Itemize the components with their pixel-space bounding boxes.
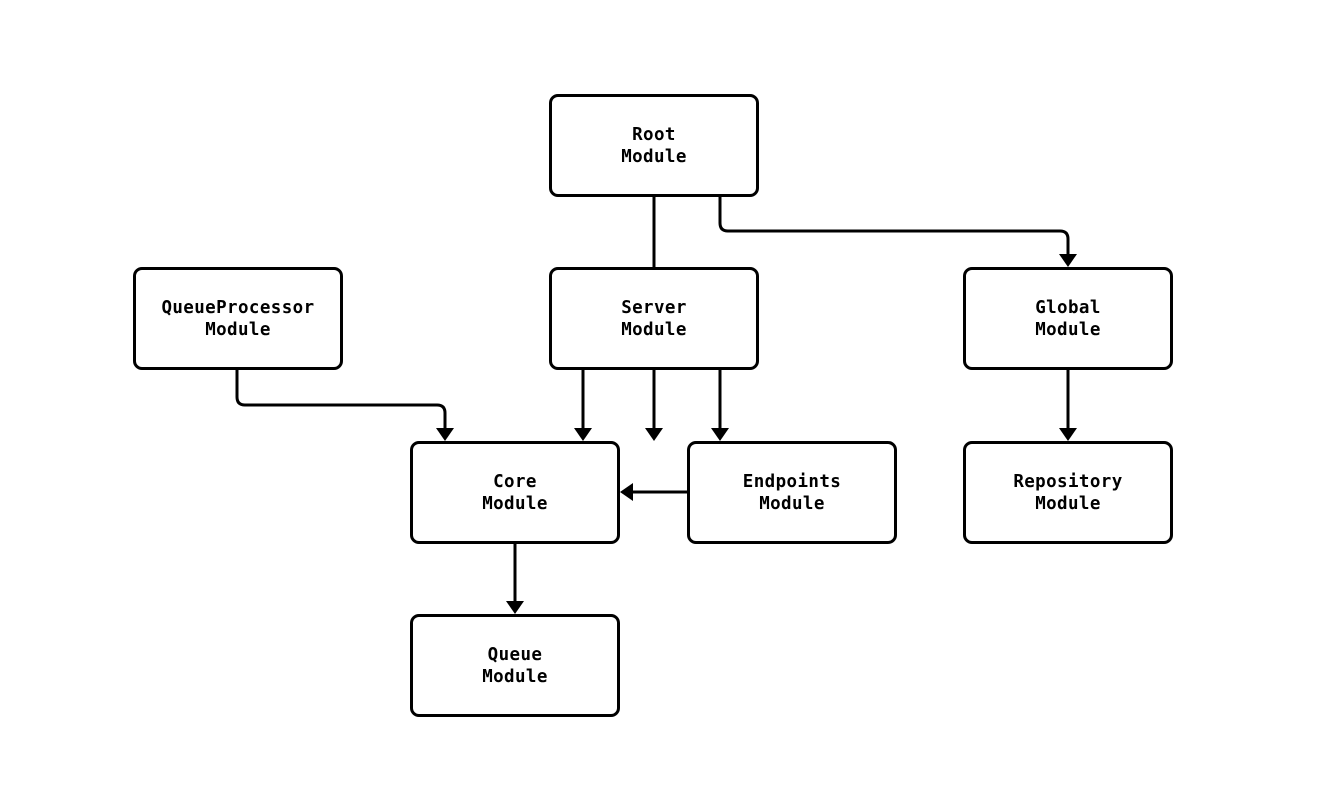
arrowhead-icon <box>506 601 524 614</box>
edge-server-to-endpoints <box>711 370 729 441</box>
edge-global-to-repository <box>1059 370 1077 441</box>
node-label-line1: Global <box>1035 297 1101 318</box>
edge-endpoints-to-core <box>620 483 687 501</box>
edge-line <box>718 197 1070 258</box>
node-label-line1: QueueProcessor <box>161 297 315 318</box>
node-label-line2: Module <box>205 319 271 340</box>
arrowhead-icon <box>1059 428 1077 441</box>
node-label-line2: Module <box>1035 319 1101 340</box>
edge-queueprocessor-to-core <box>235 370 454 441</box>
node-label-line1: Endpoints <box>742 471 842 492</box>
arrowhead-icon <box>711 428 729 441</box>
edge-line <box>235 370 447 432</box>
arrowhead-icon <box>436 428 454 441</box>
arrowhead-icon <box>1059 254 1077 267</box>
arrowhead-icon <box>620 483 633 501</box>
arrowhead-icon <box>574 428 592 441</box>
node-label-line1: Core <box>493 471 537 492</box>
edge-root-to-global <box>718 197 1077 267</box>
node-label-line2: Module <box>759 493 825 514</box>
edge-server-to-core <box>574 370 592 441</box>
node-label-line1: Server <box>621 297 687 318</box>
node-label-line1: Root <box>632 124 676 145</box>
node-label-line2: Module <box>621 146 687 167</box>
arrowhead-icon <box>645 428 663 441</box>
node-label-line2: Module <box>621 319 687 340</box>
node-label-line1: Repository <box>1013 471 1123 492</box>
node-label-line1: Queue <box>487 644 543 665</box>
node-label-line2: Module <box>482 493 548 514</box>
node-label-line2: Module <box>1035 493 1101 514</box>
node-label-line2: Module <box>482 666 548 687</box>
edge-core-to-queue <box>506 544 524 614</box>
